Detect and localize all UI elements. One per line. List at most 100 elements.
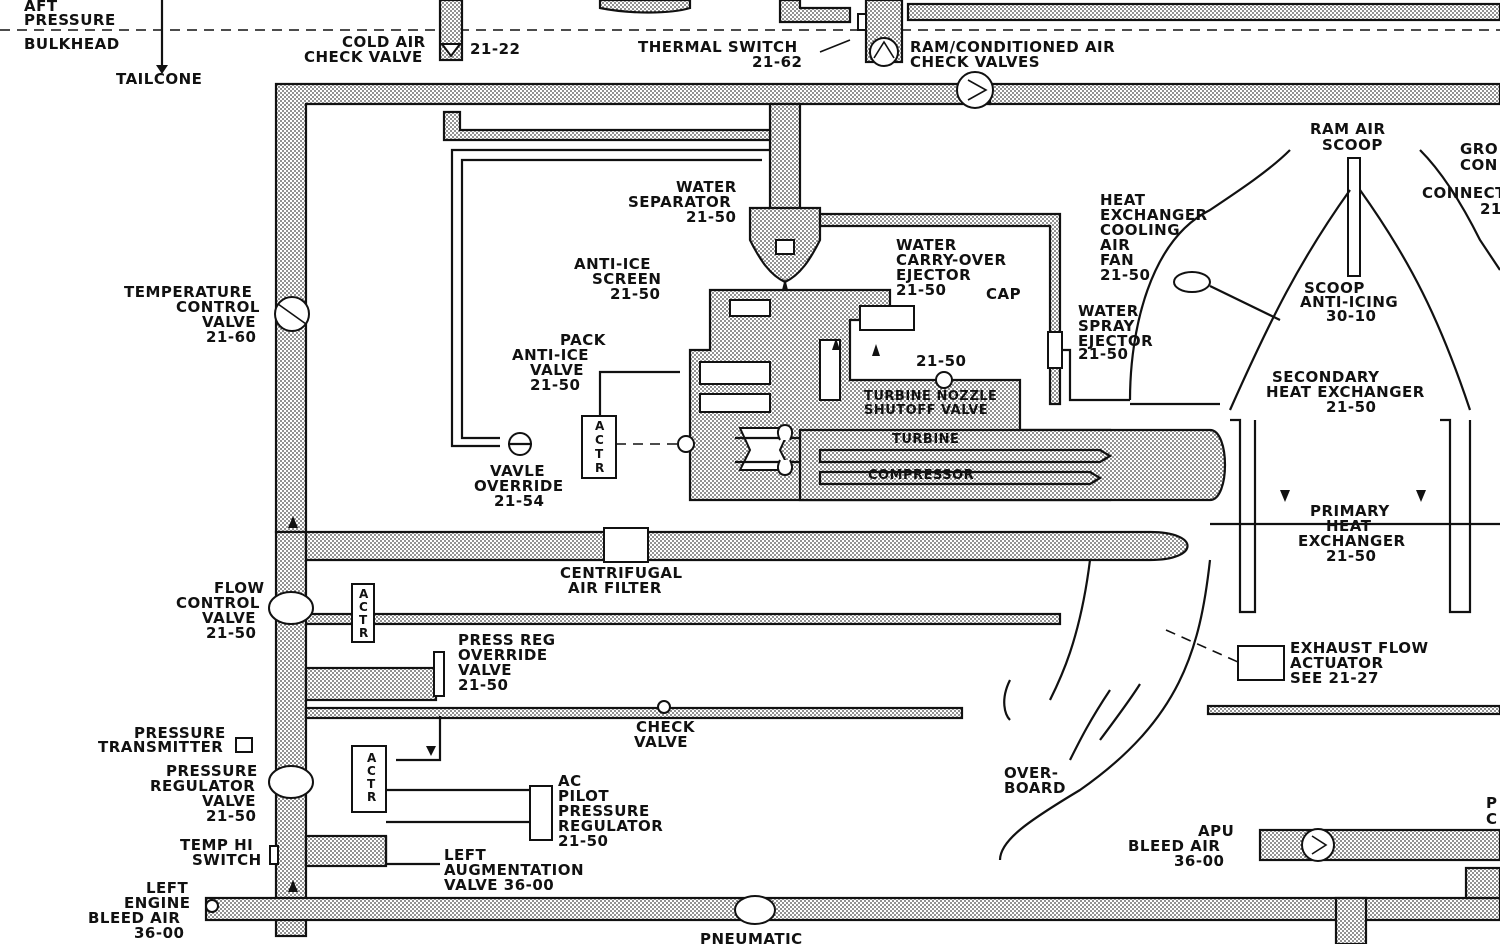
check-valve [657,700,671,714]
label-regulator: REGULATOR [150,777,255,795]
label-con: CON [1460,156,1498,174]
label-actr-a: A [595,419,605,433]
label-pressure: PRESSURE [24,11,116,29]
label-pr-actr-r: R [367,790,377,804]
label-ram-cond: RAM/CONDITIONED AIR [910,38,1115,56]
label-engine: ENGINE [124,894,191,912]
top-duct-stub [598,0,692,14]
label-pilot: PILOT [558,787,609,805]
ac-pilot-pressure-regulator [529,785,553,841]
label-switch: SWITCH [192,851,262,869]
label-board: BOARD [1004,779,1066,797]
label-exhaust: EXHAUST FLOW [1290,639,1429,657]
ram-conditioned-check-valve [869,37,899,67]
heat-exchanger-cooling-fan [1173,271,1211,293]
label-check: CHECK [636,718,696,736]
label-flow-valve: VALVE [202,609,256,627]
label-water-spray: WATER [1078,302,1139,320]
label-left: LEFT [146,879,189,897]
label-ac-ref: 21-50 [558,832,608,850]
label-flow-control: CONTROL [176,594,260,612]
ram-air-check-valve [956,71,994,109]
label-augmentation: AUGMENTATION [444,861,584,879]
label-scoop: SCOOP [1322,136,1383,154]
label-aft: AFT [24,0,58,15]
main-ducts [204,82,1500,938]
label-hx-exchanger: EXCHANGER [1100,206,1208,224]
label-hx-ref: 21-50 [1100,266,1150,284]
turbine-compressor-duct [798,428,1226,502]
label-pressure-t: PRESSURE [134,724,226,742]
label-c: C [1486,810,1498,828]
label-secondary-hx: HEAT EXCHANGER [1266,383,1425,401]
label-secondary-ref: 21-50 [1326,398,1376,416]
left-valves [205,71,994,925]
label-actuator: ACTUATOR [1290,654,1384,672]
temp-hi-switch [269,845,279,865]
label-apu-bleed: BLEED AIR [1128,837,1220,855]
label-vavle-ref: 21-54 [494,492,544,510]
label-cold-air-ref: 21-22 [470,40,520,58]
label-thermal-switch-ref: 21-62 [752,53,802,71]
label-pneumatic: PNEUMATIC [700,930,803,944]
pneumatic-valve [734,895,776,925]
label-anti-icing: ANTI-ICING [1300,293,1398,311]
label-check-valves: CHECK VALVES [910,53,1040,71]
label-apu-ref: 36-00 [1174,852,1224,870]
label-spray: SPRAY [1078,317,1136,335]
label-ram-air: RAM AIR [1310,120,1386,138]
label-ac-pressure: PRESSURE [558,802,650,820]
label-pack-ref: 21-50 [530,376,580,394]
label-pack-anti-ice: ANTI-ICE [512,346,589,364]
label-bulkhead: BULKHEAD [24,35,120,53]
label-cold-air-check: CHECK VALVE [304,48,423,66]
bottom-bleed-duct [204,896,1500,922]
label-primary: PRIMARY [1310,502,1390,520]
label-press-reg-ov-ref: 21-50 [458,676,508,694]
label-centrifugal: CENTRIFUGAL [560,564,683,582]
bulkhead-section [0,0,1500,74]
label-pr-actr-c: C [367,764,376,778]
label-fc-actr-a: A [359,587,369,601]
label-primary-ref: 21-50 [1326,547,1376,565]
label-scoop-ai: SCOOP [1304,279,1365,297]
label-ac: AC [558,772,582,790]
label-hx-fan: FAN [1100,251,1134,269]
label-temp-hi: TEMP HI [180,836,253,854]
label-left-aug-ref: VALVE 36-00 [444,876,554,894]
label-separator: SEPARATOR [628,193,731,211]
label-carry-over: CARRY-OVER [896,251,1007,269]
label-fc-actr-c: C [359,600,368,614]
label-vavle: VAVLE [490,462,545,480]
label-connect-ref: 21 [1480,200,1500,218]
label-screen: SCREEN [592,270,661,288]
label-secondary: SECONDARY [1272,368,1380,386]
label-p: P [1486,794,1498,812]
label-nozzle-ref: 21-50 [916,352,966,370]
label-cap: CAP [986,285,1021,303]
water-carry-over-ejector [859,305,915,331]
label-water-sep-ref: 21-50 [686,208,736,226]
label-tailcone: TAILCONE [116,70,202,88]
pack-core [508,206,1226,502]
label-shutoff: SHUTOFF VALVE [864,403,988,418]
label-pack: PACK [560,331,607,349]
ram-air-scoop [1347,157,1361,277]
label-water-sep: WATER [676,178,737,196]
label-left-aug: LEFT [444,846,487,864]
label-over: OVER- [1004,764,1058,782]
centrifugal-air-filter [603,527,649,563]
label-press-reg-ov-valve: VALVE [458,661,512,679]
label-compressor: COMPRESSOR [868,468,974,483]
label-actr-c: C [595,433,604,447]
label-fc-actr-t: T [359,613,368,627]
label-press-reg-override: OVERRIDE [458,646,548,664]
label-flow: FLOW [214,579,265,597]
pressure-regulator-valve [268,765,314,799]
label-control: CONTROL [176,298,260,316]
label-cold-air: COLD AIR [342,33,426,51]
pressure-transmitter [235,737,253,753]
label-temp-ref: 21-60 [206,328,256,346]
label-pack-valve: VALVE [530,361,584,379]
label-pr-valve: VALVE [202,792,256,810]
